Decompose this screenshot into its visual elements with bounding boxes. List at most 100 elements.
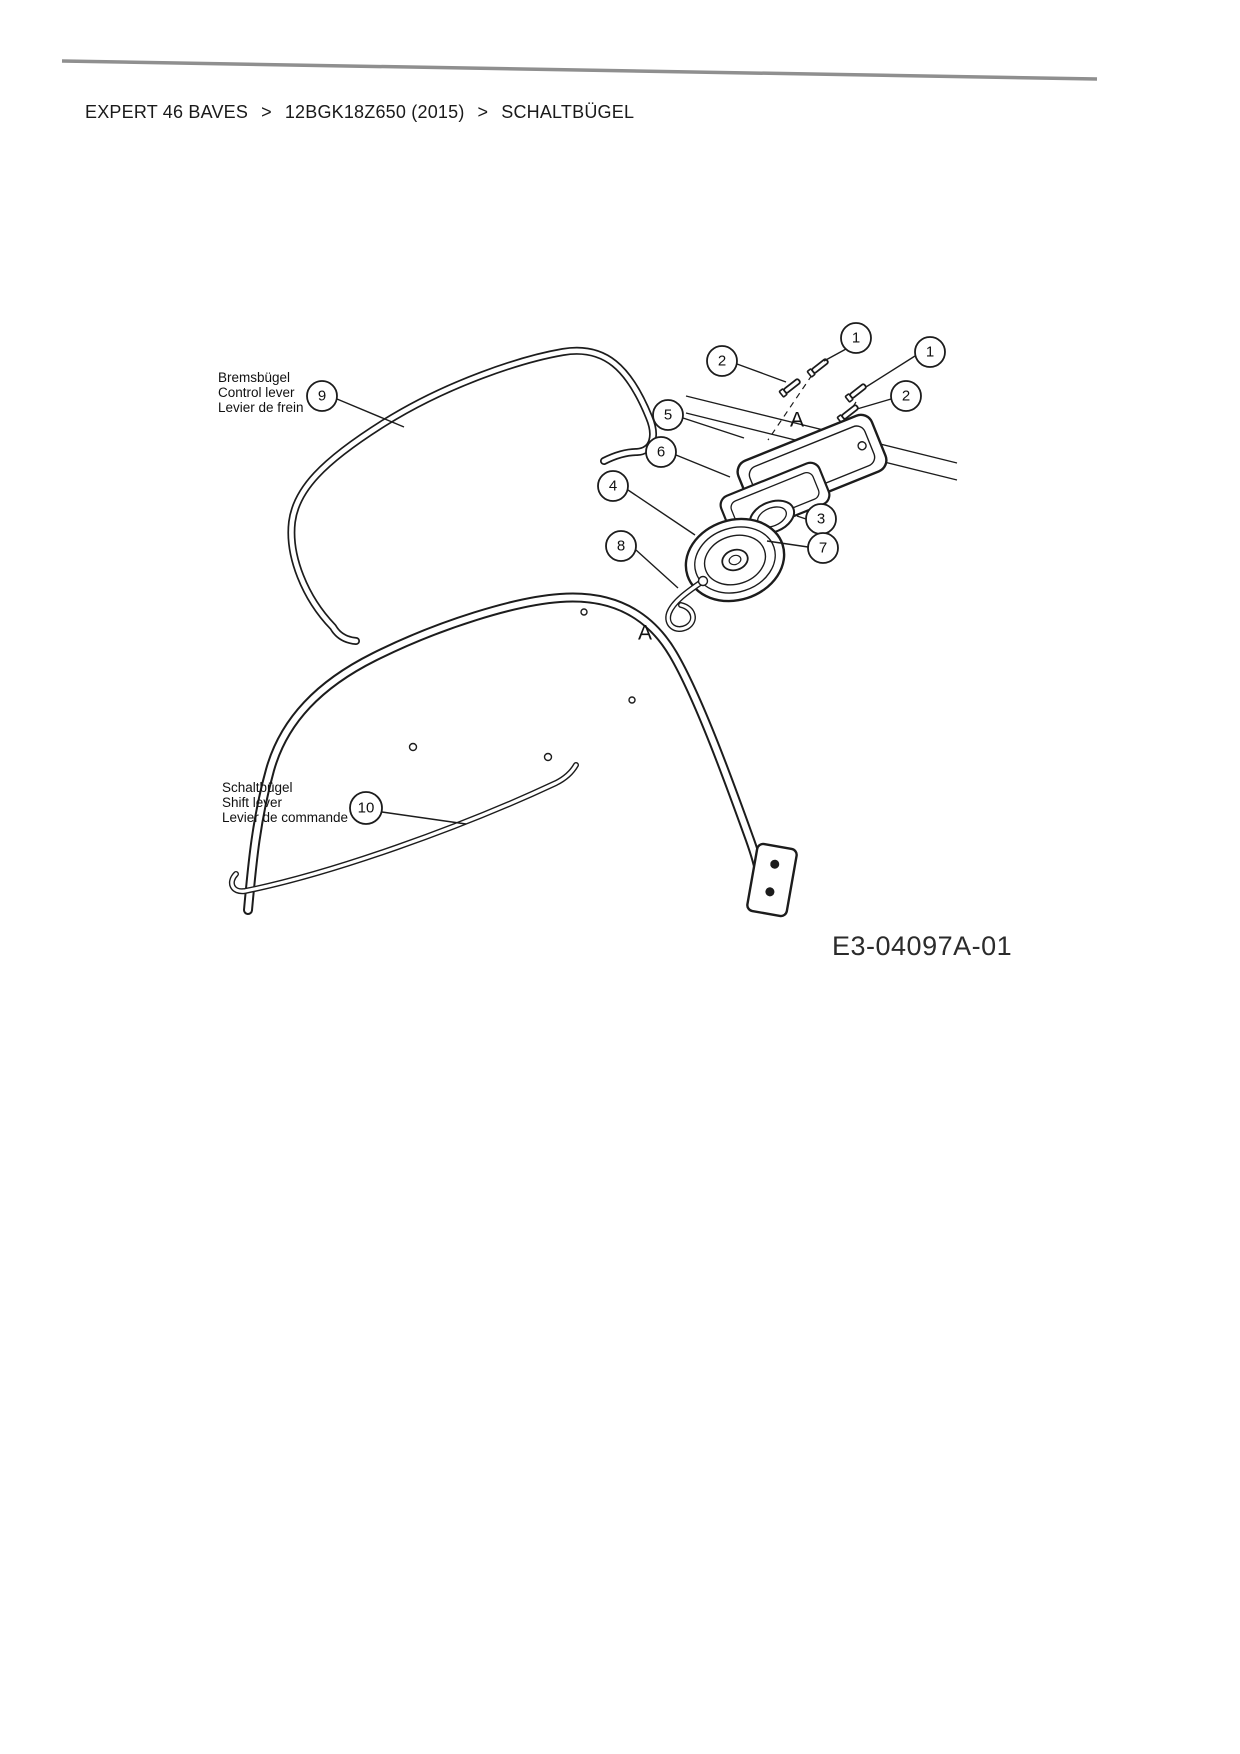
callout-circle-1b xyxy=(914,336,946,368)
callout-number-6: 6 xyxy=(657,444,665,461)
callout-number-2b: 2 xyxy=(902,388,910,405)
leader-1a xyxy=(823,348,847,362)
handlebar-assembly xyxy=(228,592,798,918)
pulley-hub-bore xyxy=(728,554,742,566)
shift-label-fr: Levier de commande xyxy=(222,810,348,825)
top-rule-line xyxy=(61,59,1098,81)
handlebar-mount-hole xyxy=(628,696,636,704)
callout-number-2: 2 xyxy=(718,353,726,370)
callout-9: 9 xyxy=(306,380,338,412)
cable-end-fitting xyxy=(697,575,709,587)
leader-10 xyxy=(381,811,467,825)
handlebar-mount-hole xyxy=(543,752,553,762)
callout-circle-6 xyxy=(645,436,677,468)
breadcrumb-section: SCHALTBÜGEL xyxy=(501,102,635,122)
leader-9 xyxy=(336,398,405,428)
screw-part-2 xyxy=(778,378,801,398)
callout-circle-2 xyxy=(706,345,738,377)
brake-label-en: Control lever xyxy=(218,385,295,400)
leader-2b xyxy=(856,398,892,410)
pulley-part-4 xyxy=(684,517,786,603)
brake-label-fr: Levier de frein xyxy=(218,400,304,415)
callout-circle-9 xyxy=(306,380,338,412)
callout-6: 6 xyxy=(645,436,677,468)
breadcrumb-model[interactable]: EXPERT 46 BAVES xyxy=(85,102,249,122)
callout-circle-4 xyxy=(597,470,629,502)
screw-shaft xyxy=(849,383,867,399)
brake-label-de: Bremsbügel xyxy=(218,370,290,385)
callout-balloons: 1 2 1 2 5 6 4 xyxy=(306,322,946,825)
callout-circle-10 xyxy=(349,791,383,825)
cable-part-8 xyxy=(665,575,709,633)
leader-5 xyxy=(682,417,745,439)
leader-3 xyxy=(796,515,807,520)
screw-part-1b xyxy=(844,383,867,403)
handlebar-tube xyxy=(243,592,766,915)
shift-label-en: Shift lever xyxy=(222,795,283,810)
screw-part-1 xyxy=(806,358,829,378)
callout-number-3: 3 xyxy=(817,511,825,528)
cover-hole xyxy=(857,441,867,451)
callout-number-1: 1 xyxy=(852,330,860,347)
handlebar-mount-hole xyxy=(580,608,588,616)
leader-7 xyxy=(766,540,809,548)
screw-shaft xyxy=(811,358,829,374)
bracket-hole xyxy=(765,887,775,897)
callout-circle-7 xyxy=(807,532,839,564)
section-marker-a-lower: A xyxy=(638,622,652,645)
callout-7: 7 xyxy=(807,532,839,564)
bracket-plate xyxy=(746,842,798,918)
callout-5: 5 xyxy=(652,399,684,431)
callout-number-5: 5 xyxy=(664,407,672,424)
callout-10: 10 xyxy=(349,791,383,825)
breadcrumb-separator: > xyxy=(477,102,489,122)
callout-3: 3 xyxy=(805,503,837,535)
callout-circle-2b xyxy=(890,380,922,412)
callout-number-4: 4 xyxy=(609,478,617,495)
bracket-hole xyxy=(770,859,780,869)
callout-2: 2 xyxy=(706,345,738,377)
screw-head xyxy=(806,368,816,378)
callout-2b: 2 xyxy=(890,380,922,412)
screw-insertion-dashed-line xyxy=(767,374,813,441)
pulley-hub xyxy=(721,548,749,572)
callout-circle-5 xyxy=(652,399,684,431)
leader-1b xyxy=(865,355,916,388)
callout-leaders xyxy=(336,348,916,825)
shift-lever-label: Schaltbügel Shift lever Levier de comman… xyxy=(222,780,348,825)
pulley-groove xyxy=(694,526,776,594)
callout-1b: 1 xyxy=(914,336,946,368)
leader-2a xyxy=(736,363,787,383)
leader-4 xyxy=(627,489,696,536)
breadcrumb-part-number[interactable]: 12BGK18Z650 (2015) xyxy=(284,102,465,122)
clutch-assembly xyxy=(665,358,888,633)
screw-head xyxy=(844,393,854,403)
callout-circle-1 xyxy=(840,322,872,354)
shift-label-de: Schaltbügel xyxy=(222,780,293,795)
cable-line-highlight xyxy=(666,579,705,631)
callout-number-9: 9 xyxy=(318,388,326,405)
screw-shaft xyxy=(783,378,801,394)
pulley-groove xyxy=(703,534,767,586)
callout-4: 4 xyxy=(597,470,629,502)
callout-number-7: 7 xyxy=(819,540,827,557)
screw-part-2b xyxy=(836,404,859,424)
handlebar-end-bracket xyxy=(746,842,798,918)
breadcrumb: EXPERT 46 BAVES > 12BGK18Z650 (2015) > S… xyxy=(85,102,634,123)
callout-number-1b: 1 xyxy=(926,344,934,361)
shift-lever-tube-highlight xyxy=(230,763,578,893)
breadcrumb-separator: > xyxy=(261,102,272,122)
callout-8: 8 xyxy=(605,530,637,562)
callout-1: 1 xyxy=(840,322,872,354)
callout-number-10: 10 xyxy=(358,800,375,817)
brake-lever-label: Bremsbügel Control lever Levier de frein xyxy=(218,370,304,415)
leader-6 xyxy=(675,454,731,478)
section-marker-a-upper: A xyxy=(790,409,804,432)
screw-head xyxy=(778,388,788,398)
leader-8 xyxy=(635,549,679,589)
handlebar-mount-hole xyxy=(408,742,418,752)
handlebar-tube-highlight xyxy=(245,594,764,913)
callout-number-8: 8 xyxy=(617,538,625,555)
